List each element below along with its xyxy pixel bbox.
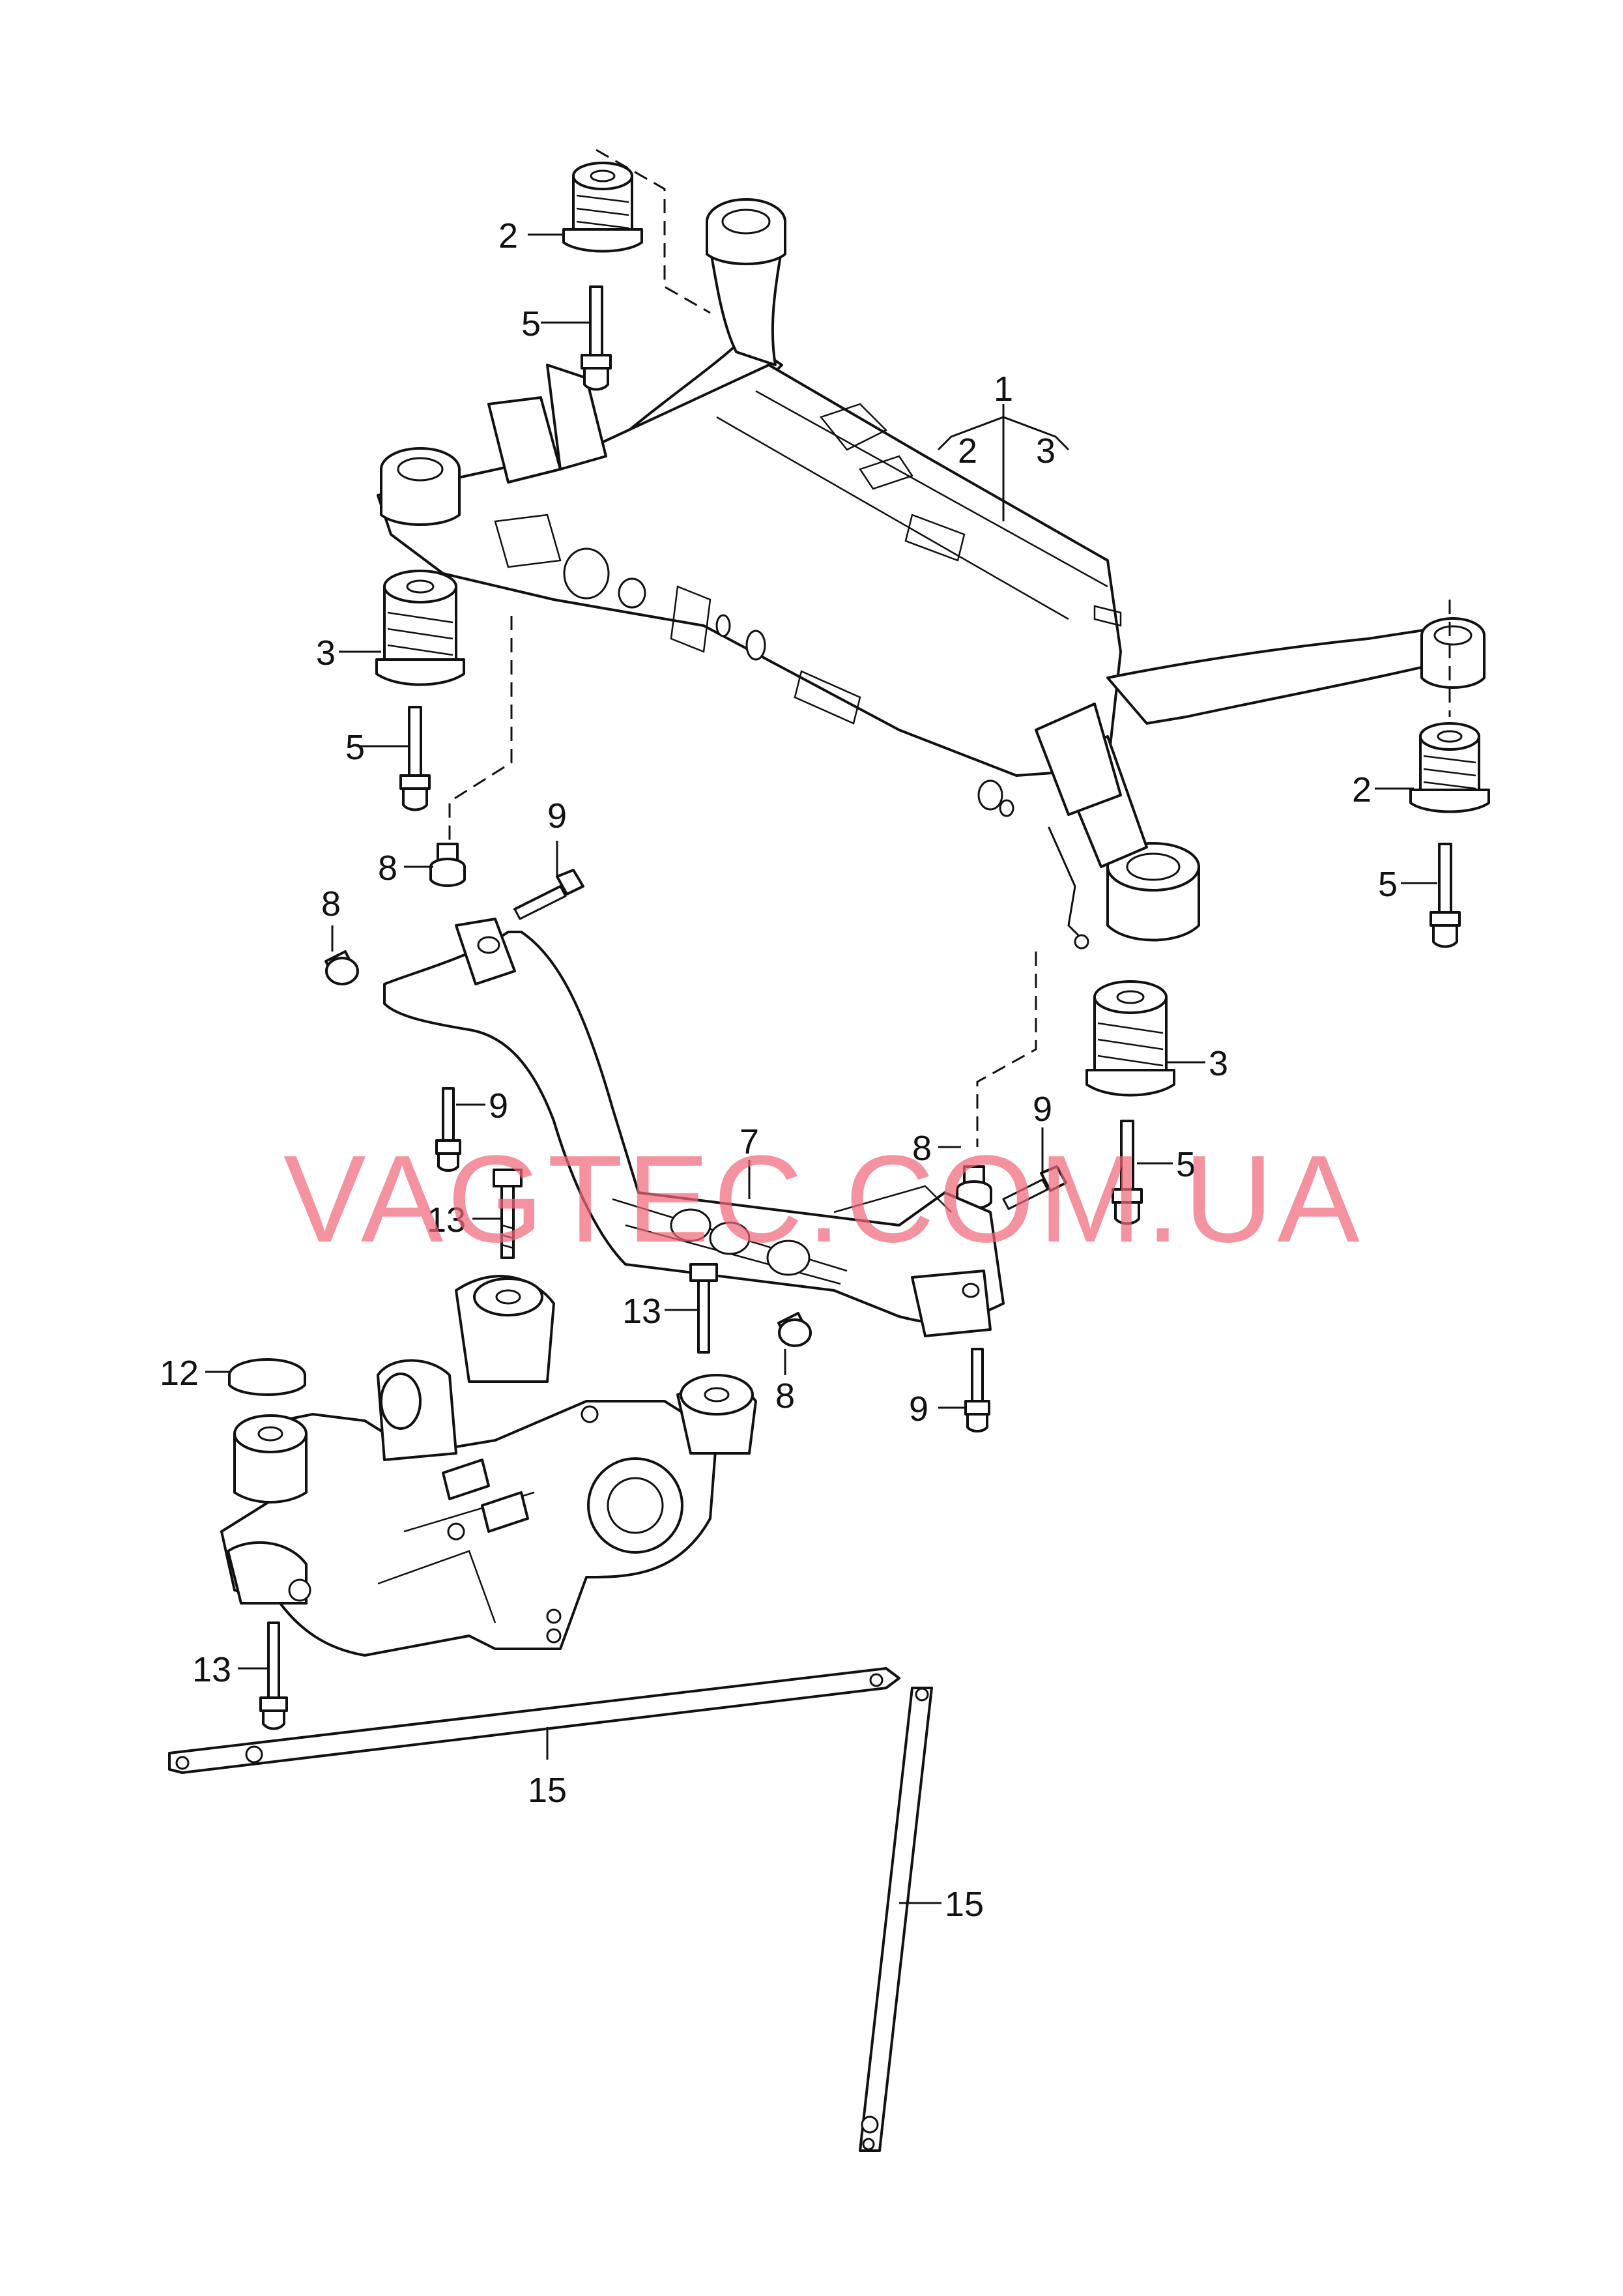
callout-13-c: 13 bbox=[192, 1650, 231, 1689]
bolt-5-mid bbox=[1112, 1120, 1143, 1225]
callout-8-c: 8 bbox=[912, 1129, 932, 1168]
callout-15-a: 15 bbox=[528, 1771, 567, 1810]
assembly-lines bbox=[448, 149, 1451, 1147]
callout-5-top: 5 bbox=[521, 304, 541, 343]
bolt-9-c bbox=[1002, 1165, 1067, 1210]
callout-9-b: 9 bbox=[489, 1086, 508, 1126]
bolt-13-a bbox=[493, 1169, 523, 1259]
nut-8-d bbox=[777, 1312, 812, 1347]
callout-8-a: 8 bbox=[378, 849, 397, 888]
callout-13-b: 13 bbox=[622, 1292, 661, 1331]
callout-1: 1 bbox=[994, 370, 1013, 409]
callout-9-d: 9 bbox=[909, 1389, 928, 1429]
callout-5-right: 5 bbox=[1378, 865, 1398, 904]
callout-3-right: 3 bbox=[1209, 1044, 1228, 1083]
bushing-top-left bbox=[562, 162, 643, 253]
nut-8-b bbox=[324, 950, 359, 985]
callout-7: 7 bbox=[740, 1122, 759, 1161]
bolt-13-b bbox=[689, 1263, 718, 1354]
bushing-right-upper bbox=[1409, 722, 1490, 813]
callout-1-sub-2: 2 bbox=[958, 431, 977, 471]
callout-2-right: 2 bbox=[1352, 770, 1372, 809]
callout-8-d: 8 bbox=[775, 1376, 795, 1416]
washer-12 bbox=[228, 1358, 306, 1396]
leader-lines bbox=[205, 233, 1437, 1904]
callout-15-b: 15 bbox=[945, 1885, 984, 1924]
callout-5-left: 5 bbox=[345, 728, 365, 767]
nut-8-a bbox=[429, 843, 466, 887]
bolt-5-right bbox=[1429, 843, 1461, 948]
bushing-right-lower bbox=[1085, 980, 1175, 1097]
bushing-left bbox=[375, 570, 465, 686]
bolt-13-c bbox=[259, 1621, 288, 1730]
brace-15-diagonal bbox=[859, 1687, 933, 2152]
rear-differential bbox=[220, 1275, 757, 1657]
bolt-5-top bbox=[581, 285, 612, 391]
callout-3-left: 3 bbox=[316, 633, 336, 673]
bolt-9-a bbox=[513, 869, 584, 920]
brace-15-horizontal bbox=[168, 1667, 900, 1774]
callout-1-sub-3: 3 bbox=[1036, 431, 1056, 471]
bolt-5-left bbox=[399, 706, 431, 811]
callout-9-a: 9 bbox=[547, 796, 567, 836]
rear-subframe bbox=[377, 198, 1486, 950]
callout-9-c: 9 bbox=[1033, 1090, 1052, 1129]
callout-8-b: 8 bbox=[321, 884, 341, 923]
callout-12: 12 bbox=[160, 1354, 199, 1393]
watermark-text: VAGTEC.COM.UA bbox=[283, 1130, 1364, 1268]
callout-labels: 1 2 3 2 5 3 5 2 5 3 5 7 8 8 8 8 9 9 9 9 … bbox=[160, 216, 1398, 1924]
callout-5-mid: 5 bbox=[1176, 1145, 1196, 1184]
differential-carrier bbox=[383, 918, 1005, 1337]
callout-13-a: 13 bbox=[427, 1200, 466, 1240]
bolt-9-d bbox=[964, 1348, 990, 1432]
bolt-9-b bbox=[435, 1087, 461, 1172]
callout-2-top: 2 bbox=[498, 216, 518, 255]
